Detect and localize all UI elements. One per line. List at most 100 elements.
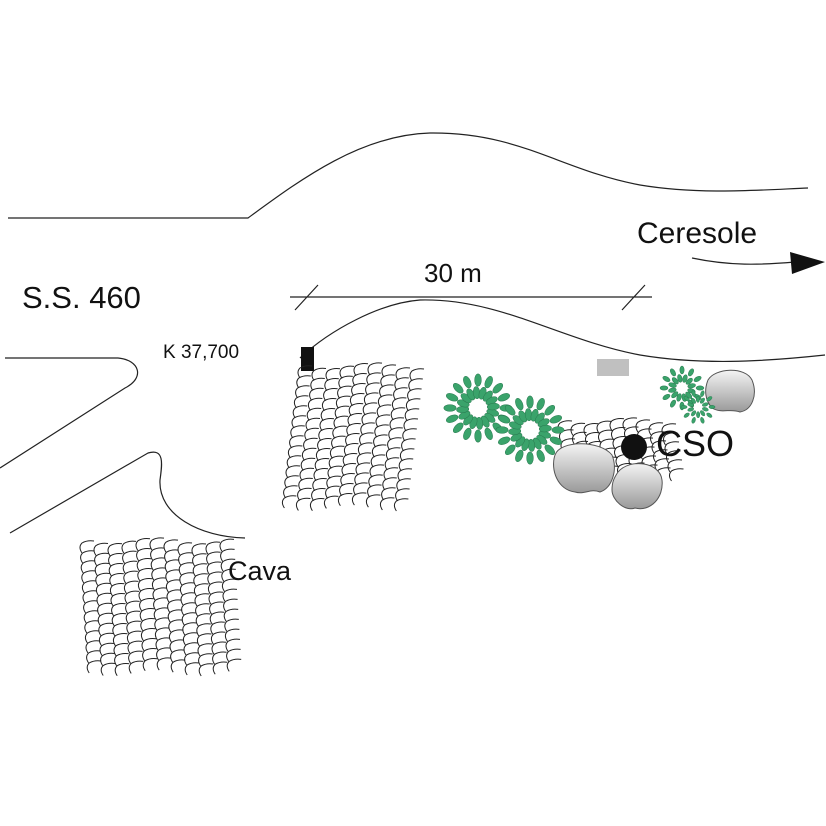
quarry-hatching: [139, 597, 154, 612]
slope-hatching: [377, 394, 393, 408]
slope-hatching: [325, 367, 341, 382]
km-marker-post: [301, 347, 314, 371]
slope-hatching: [635, 419, 651, 433]
vegetation-leaf: [484, 376, 493, 389]
slope-hatching: [664, 441, 680, 455]
quarry-hatching: [210, 621, 225, 635]
vegetation-leaf: [702, 402, 709, 407]
quarry-hatching: [167, 609, 183, 623]
vegetation-leaf: [474, 429, 482, 443]
vegetation-leaf: [544, 444, 556, 456]
quarry-hatching: [126, 630, 142, 644]
quarry-hatching: [164, 549, 179, 563]
quarry-hatching: [109, 582, 125, 597]
km-marker-label: K 37,700: [163, 342, 239, 363]
vegetation-leaf: [702, 407, 709, 412]
quarry-hatching: [225, 638, 241, 652]
quarry-hatching: [164, 559, 180, 573]
quarry-hatching: [113, 642, 129, 657]
slope-hatching: [596, 420, 612, 434]
vegetation-leaf: [668, 387, 677, 393]
slope-hatching: [384, 457, 400, 471]
vegetation-leaf: [670, 399, 676, 408]
slope-hatching: [317, 437, 332, 452]
slope-hatching: [663, 432, 678, 446]
slope-hatching: [395, 367, 411, 381]
slope-hatching: [315, 447, 331, 462]
quarry-hatching: [182, 632, 198, 646]
quarry-hatching: [151, 567, 166, 581]
quarry-hatching: [154, 617, 169, 631]
slope-hatching: [570, 422, 586, 436]
quarry-hatching: [139, 607, 155, 622]
vegetation-leaf: [498, 415, 511, 424]
slope-hatching: [375, 414, 391, 428]
slope-hatching: [371, 444, 387, 458]
quarry-hatching: [137, 567, 152, 582]
quarry-hatching: [121, 540, 137, 554]
slope-hatching: [351, 382, 366, 397]
quarry-hatching: [181, 602, 196, 616]
direction-line: [691, 257, 796, 265]
slope-hatching: [661, 423, 677, 437]
slope-hatching: [293, 395, 309, 409]
vegetation-leaf: [446, 393, 459, 402]
quarry-hatching: [220, 558, 236, 572]
slope-hatching: [383, 467, 399, 481]
quarry-hatching: [95, 582, 111, 596]
slope-hatching: [340, 472, 355, 487]
slope-hatching: [598, 429, 613, 443]
slope-hatching: [385, 447, 401, 461]
quarry-hatching: [98, 632, 114, 646]
quarry-hatching: [125, 600, 140, 614]
dimension-line: [290, 284, 652, 311]
quarry-hatching: [123, 570, 138, 584]
slope-hatching: [382, 477, 397, 491]
slope-hatching: [345, 432, 360, 447]
quarry-hatching: [180, 592, 196, 606]
slope-hatching: [370, 454, 386, 468]
slope-hatching: [327, 465, 343, 479]
quarry-hatching: [168, 629, 184, 643]
quarry-hatching: [136, 557, 152, 572]
quarry-hatching: [226, 648, 241, 662]
rock-boulder: [553, 443, 615, 494]
slope-hatching: [669, 468, 684, 482]
slope-hatching: [572, 431, 587, 445]
quarry-hatching: [181, 612, 197, 626]
slope-hatching: [321, 397, 337, 412]
quarry-hatching: [127, 640, 143, 654]
quarry-hatching: [124, 590, 140, 604]
vegetation-leaf: [700, 417, 705, 424]
vegetation-leaf: [452, 422, 464, 434]
slope-hatching: [338, 375, 353, 389]
quarry-hatching: [209, 601, 224, 615]
quarry-hatching: [135, 537, 151, 552]
quarry-hatching: [154, 627, 170, 641]
slope-hatching: [305, 417, 321, 431]
vegetation-leaf: [690, 397, 696, 404]
quarry-hatching: [207, 571, 222, 585]
vegetation-leaf: [688, 368, 694, 377]
quarry-hatching: [97, 602, 112, 616]
slope-hatching: [290, 425, 305, 439]
quarry-hatching: [140, 617, 155, 632]
quarry-hatching: [178, 562, 194, 576]
slope-hatching: [365, 494, 381, 508]
vegetation-leaf: [708, 405, 716, 409]
quarry-hatching: [94, 552, 109, 566]
slope-hatching: [374, 424, 389, 438]
quarry-hatching: [100, 662, 116, 676]
vegetation-leaf: [700, 410, 706, 417]
quarry-hatching: [81, 570, 96, 584]
quarry-hatching: [226, 658, 242, 672]
slope-hatching: [348, 402, 364, 417]
quarry-hatching: [152, 587, 168, 601]
slope-hatching: [667, 459, 683, 473]
vegetation-leaf: [446, 414, 459, 423]
vegetation-leaf: [526, 451, 534, 465]
quarry-hatching: [112, 632, 128, 647]
quarry-hatching: [177, 542, 193, 556]
quarry-hatching: [156, 657, 172, 671]
